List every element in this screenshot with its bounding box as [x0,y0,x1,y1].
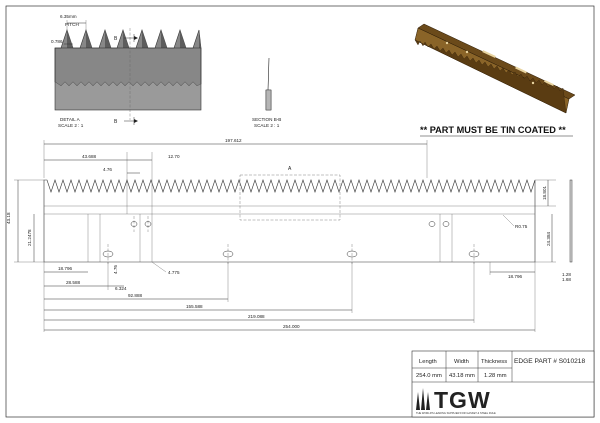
pitch-word-label: PITCH [65,22,79,27]
tb-value-length: 254.0 mm [416,373,442,379]
detail-a-caption-2: SCALE 2 : 1 [58,123,84,128]
logo-mark [416,388,430,410]
tb-header-length: Length [419,359,437,365]
detail-a-callout-box [239,174,341,221]
tgw-logo: TGW THE WORLD'S LEADING SUPPLIER FOR GAS… [416,387,496,415]
title-block: Length Width Thickness 254.0 mm 43.18 mm… [411,350,595,418]
main-blade-outline [43,179,536,263]
dim-b7: 254.000 [283,324,300,329]
iso-slot-3 [544,79,554,87]
title-block-frame [411,350,595,418]
iso-slot-1 [482,50,496,58]
iso-hole-1 [445,41,449,45]
dim-height-total: 43.18 [6,212,11,224]
dim-right-2: 24.384 [546,232,551,246]
dim-d1: 43.688 [82,154,96,159]
tb-header-width: Width [454,359,469,365]
section-bb-view: SECTION B-B SCALE 2 : 1 [252,57,281,128]
dim-right-1: 18.801 [542,186,547,200]
iso-teeth [414,39,567,114]
section-bb-caption-2: SCALE 2 : 1 [254,123,280,128]
sheet-border [5,5,595,418]
detail-a-callout-label: A [288,166,292,172]
dim-b-right: 18.796 [508,274,522,279]
side-profile [569,179,573,263]
dim-b2: 28.588 [66,280,80,285]
tb-part-number: EDGE PART # S010218 [514,358,585,365]
dim-thickness-1: 1.28 [562,272,571,277]
dim-overall-top: 197.612 [225,138,242,143]
tin-coated-note: ** PART MUST BE TIN COATED ** [420,125,566,135]
isometric-3d-view [414,23,576,114]
detail-a-caption-1: DETAIL A [60,117,81,122]
dim-radius: R0.75 [515,224,528,229]
logo-tagline: THE WORLD'S LEADING SUPPLIER FOR GASKET … [416,411,496,415]
dim-d3: 4.76 [103,167,112,172]
detail-a-bottom-band [55,82,201,110]
section-bb-hatch [265,89,272,111]
dim-hole-b: 4.775 [168,270,180,275]
hole [442,221,450,227]
tb-header-thickness: Thickness [481,359,507,365]
detail-a-body [54,29,202,87]
section-bb-caption-1: SECTION B-B [252,117,281,122]
tb-value-width: 43.18 mm [449,373,475,379]
main-view: A 197.612 43.688 12.70 4.76 43.18 [6,138,573,332]
dim-b3: 6.324 [115,286,127,291]
dim-b5: 155.588 [186,304,203,309]
dim-hole-a: 4.76 [113,265,118,274]
dim-height-inner: 21.2478 [27,229,32,246]
dim-thickness-2: 1.68 [562,277,571,282]
dim-d2: 12.70 [168,154,180,159]
tooth-dim-label: 0.786 [51,39,63,44]
iso-hole-3 [531,81,535,85]
dim-b6: 219.088 [248,314,265,319]
detail-a-view: 6.35mm PITCH 0.786 B B DETAIL A SCALE 2 … [51,14,202,128]
dim-b1: 18.796 [58,266,72,271]
detail-a-base-outline [54,47,202,111]
iso-slot-2 [515,66,527,74]
dim-b4: 92.888 [128,293,142,298]
logo-text: TGW [434,387,491,413]
section-mark-top: B [114,36,118,42]
hole [428,221,436,227]
section-mark-bottom: B [114,119,118,125]
pitch-value-label: 6.35mm [60,14,77,19]
tb-value-thickness: 1.28 mm [484,373,507,379]
iso-hole-2 [465,50,469,54]
